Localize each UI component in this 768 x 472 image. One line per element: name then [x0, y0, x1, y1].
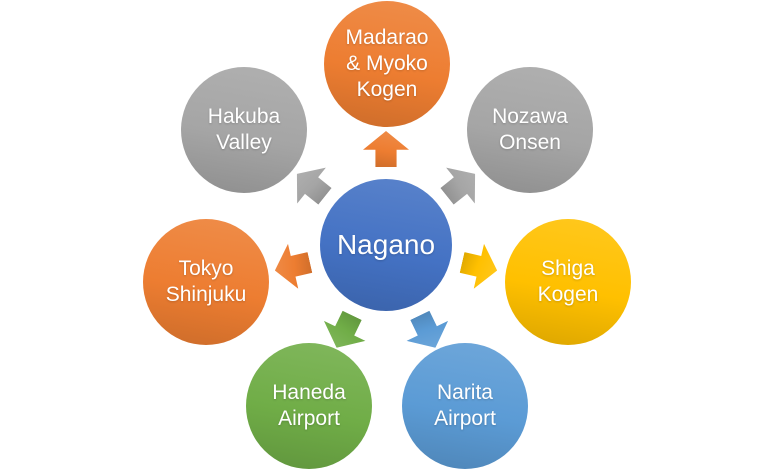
- node-madarao-myoko-kogen: Madarao & Myoko Kogen: [324, 1, 450, 127]
- node-label: Nagano: [336, 229, 436, 260]
- node-nagano-center: Nagano: [320, 179, 452, 311]
- node-tokyo-shinjuku: Tokyo Shinjuku: [143, 219, 269, 345]
- node-label: Shiga Kogen: [537, 257, 599, 306]
- node-narita-airport: Narita Airport: [402, 343, 528, 469]
- arrow-up-madarao-icon: [363, 131, 409, 167]
- node-label: Nozawa Onsen: [492, 105, 568, 154]
- node-label: Haneda Airport: [272, 381, 346, 430]
- node-label: Madarao & Myoko Kogen: [345, 26, 429, 101]
- node-haneda-airport: Haneda Airport: [246, 343, 372, 469]
- arrow-right-shiga-icon: [457, 240, 502, 293]
- node-label: Narita Airport: [434, 381, 496, 430]
- node-label: Tokyo Shinjuku: [165, 257, 247, 306]
- node-nozawa-onsen: Nozawa Onsen: [467, 67, 593, 193]
- arrow-left-tokyo-icon: [270, 240, 315, 293]
- node-label: Hakuba Valley: [207, 105, 281, 154]
- node-shiga-kogen: Shiga Kogen: [505, 219, 631, 345]
- node-hakuba-valley: Hakuba Valley: [181, 67, 307, 193]
